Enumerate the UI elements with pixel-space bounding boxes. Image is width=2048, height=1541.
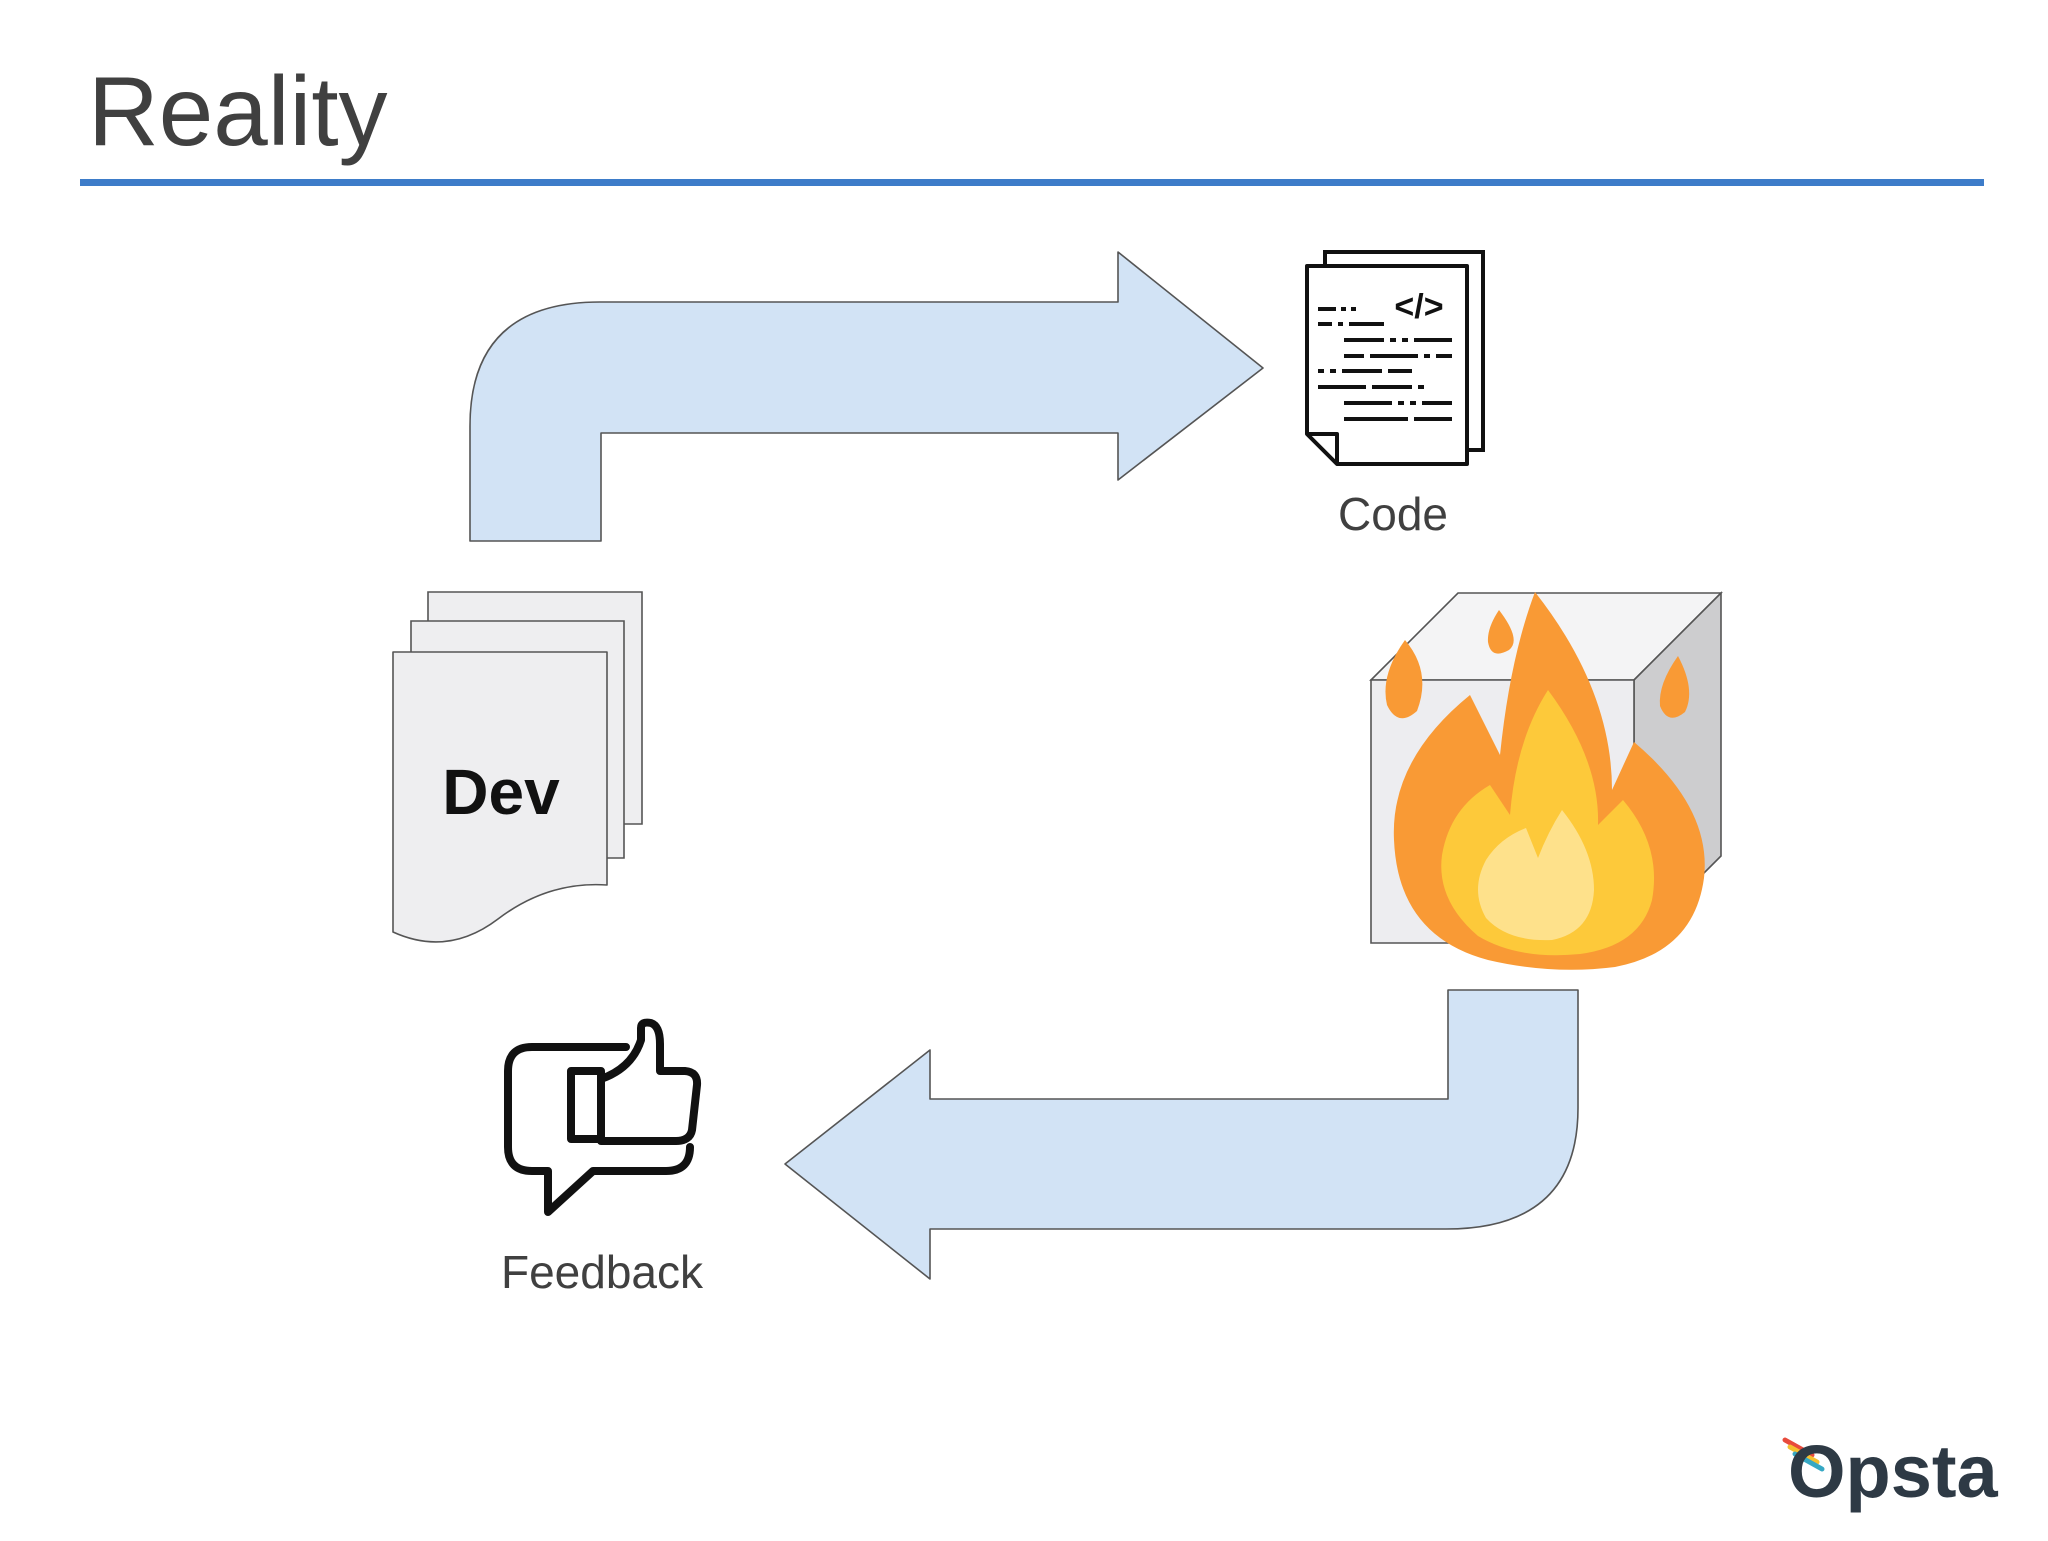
dev-label: Dev bbox=[442, 756, 560, 828]
feedback-label: Feedback bbox=[501, 1246, 704, 1298]
code-label: Code bbox=[1338, 488, 1448, 540]
page-title: Reality bbox=[88, 56, 388, 166]
opsta-logo-icon: Opsta bbox=[1782, 1430, 1999, 1513]
code-icon-glyph: </> bbox=[1394, 288, 1443, 326]
arrow-deploy-to-feedback bbox=[784, 989, 1579, 1280]
thumbs-up-chat-icon bbox=[504, 1018, 702, 1216]
logo-text: Opsta bbox=[1788, 1430, 1999, 1513]
arrow-dev-to-code bbox=[469, 251, 1264, 542]
burning-box-icon bbox=[1369, 591, 1723, 970]
document-stack-icon bbox=[392, 591, 643, 943]
code-document-icon: </> bbox=[1305, 250, 1485, 466]
title-underline bbox=[80, 179, 1984, 186]
